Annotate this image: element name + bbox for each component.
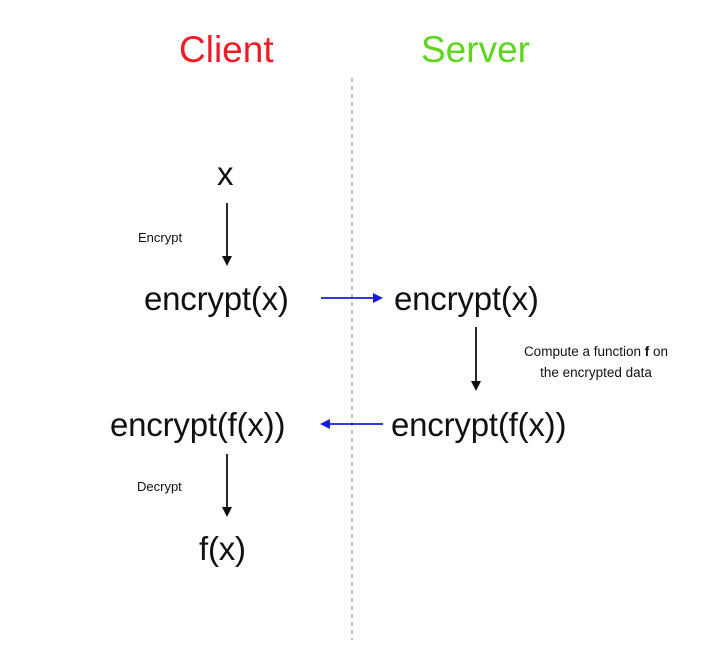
server-encrypted-x-node: encrypt(x) (394, 280, 539, 317)
compute-function-note: Compute a function f on the encrypted da… (508, 341, 684, 383)
client-encrypted-fx-node: encrypt(f(x)) (110, 406, 286, 443)
compute-note-prefix: Compute a function (523, 344, 645, 359)
server-encrypted-fx-node: encrypt(f(x)) (391, 406, 567, 443)
client-header: Client (179, 29, 274, 70)
decrypt-label: Decrypt (137, 479, 182, 494)
compute-note-line2: the encrypted data (540, 365, 652, 380)
result-fx-node: f(x) (199, 530, 246, 567)
compute-note-suffix: on (649, 344, 669, 359)
encrypt-label: Encrypt (138, 230, 183, 245)
server-header: Server (421, 29, 530, 70)
client-encrypted-x-node: encrypt(x) (144, 280, 289, 317)
plaintext-x-node: x (217, 155, 234, 192)
function-f-label: f (644, 344, 650, 359)
